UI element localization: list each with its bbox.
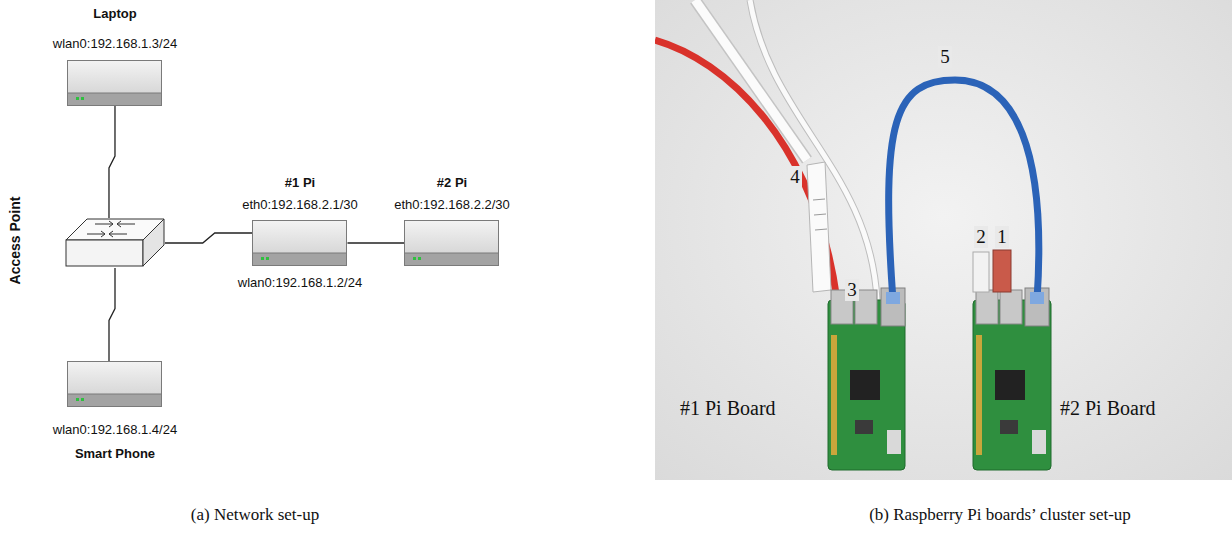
device-icon	[404, 220, 499, 266]
white-ribbon-cable	[695, 0, 807, 160]
callout-number: 2	[974, 226, 988, 248]
red-cable	[655, 40, 837, 300]
pi-board-2	[973, 288, 1051, 470]
pi-board-1	[828, 288, 905, 470]
blue-ethernet-cable	[886, 80, 1044, 304]
callout-number: 4	[788, 166, 802, 188]
figure-caption: (b) Raspberry Pi boards’ cluster set-up	[869, 504, 1131, 525]
network-device: Laptop wlan0:192.168.1.3/24	[53, 5, 178, 106]
callout-number: 5	[938, 46, 952, 68]
switch-icon	[65, 218, 165, 268]
figure-caption: (a) Network set-up	[191, 504, 319, 525]
ip-address: wlan0:192.168.1.4/24	[53, 421, 177, 438]
network-device: wlan0:192.168.1.4/24Smart Phone	[53, 361, 178, 462]
network-link	[109, 268, 115, 361]
usb-dongle	[973, 252, 989, 292]
ip-address: eth0:192.168.2.2/30	[394, 196, 510, 213]
device-icon	[252, 220, 347, 266]
network-link	[109, 106, 115, 218]
device-name: #1 Pi	[285, 174, 315, 191]
device-icon	[67, 60, 162, 106]
board-label: #1 Pi Board	[680, 396, 776, 420]
callout-number: 3	[845, 279, 859, 301]
board-label: #2 Pi Board	[1060, 396, 1156, 420]
ip-address: wlan0:192.168.1.2/24	[238, 274, 362, 291]
network-device: #2 Pi eth0:192.168.2.2/30	[394, 174, 510, 266]
white-cable	[750, 0, 877, 300]
ip-address: wlan0:192.168.1.3/24	[53, 35, 177, 52]
wifi-dongle	[807, 162, 831, 292]
device-icon	[67, 361, 162, 407]
ip-address: eth0:192.168.2.1/30	[242, 196, 358, 213]
usb-dongle	[993, 250, 1011, 292]
device-name: Laptop	[93, 5, 136, 22]
network-device: #1 Pi eth0:192.168.2.1/30 wlan0:192.168.1.…	[238, 174, 363, 291]
callout-number: 1	[995, 226, 1009, 248]
network-link	[165, 233, 252, 243]
access-point: Access Point	[2, 140, 172, 340]
device-name: Access Point	[8, 196, 25, 284]
device-name: #2 Pi	[437, 174, 467, 191]
network-link	[347, 242, 404, 243]
device-name: Smart Phone	[75, 445, 155, 462]
photo-background	[655, 0, 1232, 480]
